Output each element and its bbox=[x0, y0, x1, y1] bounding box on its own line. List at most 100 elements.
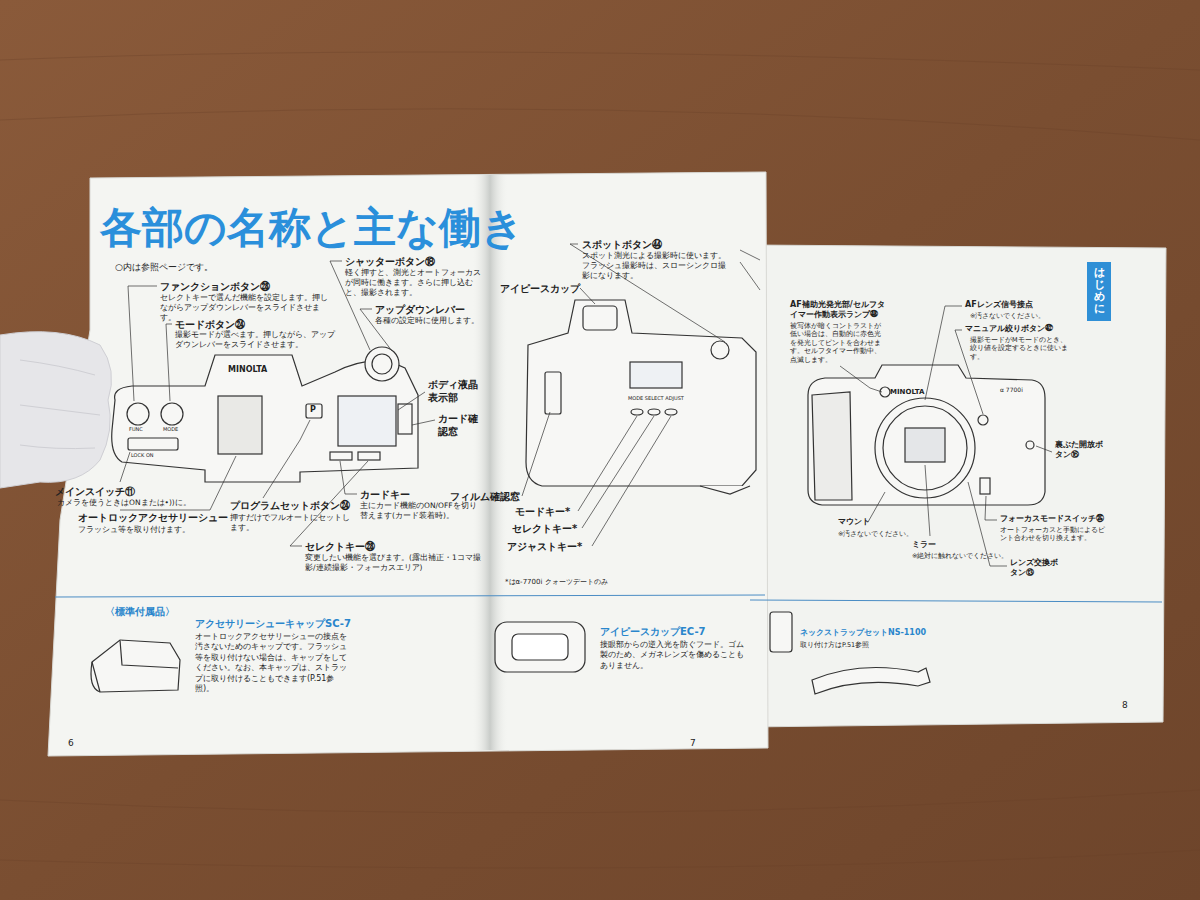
illustration-shape bbox=[812, 668, 930, 695]
illustration-shape bbox=[338, 396, 396, 446]
part-description: スポット測光による撮影時に使います。フラッシュ撮影時は、スローシンクロ撮影になり… bbox=[582, 251, 730, 280]
illustration-shape bbox=[161, 403, 183, 425]
leader-line bbox=[582, 416, 654, 528]
section-heading: 〈標準付属品〉 bbox=[105, 605, 175, 618]
illustration-shape bbox=[770, 612, 792, 652]
part-name: ミラー bbox=[912, 540, 936, 550]
leader-line bbox=[868, 492, 885, 522]
part-description: フラッシュ等を取り付けます。 bbox=[78, 525, 218, 535]
illustration-shape bbox=[372, 354, 392, 374]
part-name: マニュアル絞りボタン㊷ bbox=[965, 324, 1053, 334]
illustration-shape bbox=[365, 347, 399, 381]
leader-line bbox=[592, 416, 671, 546]
part-name: カードキー bbox=[360, 488, 410, 501]
tab-text: はじめに bbox=[1094, 267, 1105, 315]
button-marking: FUNC bbox=[129, 426, 143, 433]
illustration-shape bbox=[218, 396, 262, 454]
leader-line bbox=[840, 366, 882, 392]
part-name: オートロックアクセサリーシュー bbox=[78, 512, 228, 524]
leader-line bbox=[522, 412, 550, 496]
switch-marking: LOCK ON bbox=[131, 452, 154, 459]
part-description: 押すだけでフルオートにセットします。 bbox=[230, 513, 350, 533]
part-name: モードボタン㉔ bbox=[175, 318, 245, 331]
accessory-name: アクセサリーシューキャップSC-7 bbox=[195, 617, 351, 630]
leader-line bbox=[740, 262, 760, 290]
leader-line bbox=[360, 309, 392, 351]
illustration-shape bbox=[711, 341, 729, 359]
leader-line bbox=[128, 286, 157, 401]
illustration-shape bbox=[812, 392, 852, 500]
illustration-shape bbox=[980, 478, 990, 494]
illustration-shape bbox=[648, 409, 660, 415]
illustration-shape bbox=[875, 398, 975, 498]
leader-line bbox=[120, 452, 130, 482]
page-number: 8 bbox=[1122, 700, 1128, 712]
part-name: レンズ交換ボタン⑬ bbox=[1010, 558, 1062, 579]
leader-line bbox=[412, 420, 435, 425]
part-name: スポットボタン㊹ bbox=[582, 238, 662, 251]
part-name: フォーカスモードスイッチ㉟ bbox=[1000, 514, 1104, 524]
key-marking: MODE SELECT ADJUST bbox=[628, 395, 684, 402]
part-name: メインスイッチ⑪ bbox=[55, 485, 135, 498]
footnote: *はα-7700i クォーツデートのみ bbox=[505, 578, 608, 587]
leader-line bbox=[398, 392, 425, 410]
brand-mark: MINOLTA bbox=[890, 388, 924, 397]
illustration-shape bbox=[20, 360, 100, 449]
illustration-shape bbox=[978, 415, 988, 425]
part-description: 軽く押すと、測光とオートフォーカスが同時に働きます。さらに押し込むと、撮影されま… bbox=[345, 268, 485, 297]
leader-line bbox=[580, 288, 595, 304]
part-description: 各種の設定時に使用します。 bbox=[375, 316, 485, 326]
illustration-shape bbox=[48, 172, 768, 756]
note: ○内は参照ページです。 bbox=[115, 262, 213, 274]
illustration-shape bbox=[127, 403, 149, 425]
part-name: ボディ液晶表示部 bbox=[428, 378, 483, 404]
part-description: 主にカード機能のON/OFFを切り替えます(カード装着時)。 bbox=[360, 501, 480, 521]
leader-line bbox=[263, 420, 310, 498]
part-name: プログラムセットボタン㉔ bbox=[230, 500, 350, 512]
illustration-shape bbox=[0, 52, 1200, 70]
part-name: モードキー* bbox=[515, 505, 570, 518]
illustration-shape bbox=[0, 332, 112, 488]
leader-line bbox=[925, 465, 930, 536]
accessory-name: ネックストラップセットNS-1100 bbox=[800, 628, 926, 638]
part-description: ※絶対に触れないでください。 bbox=[912, 552, 1008, 560]
part-name: シャッターボタン⑱ bbox=[345, 255, 435, 268]
illustration-shape bbox=[545, 372, 561, 414]
illustration-shape bbox=[91, 640, 180, 692]
part-description: 撮影モードがMモードのとき、絞り値を設定するときに使います。 bbox=[970, 336, 1070, 361]
leader-line bbox=[1036, 446, 1052, 452]
part-name: カード確認窓 bbox=[438, 412, 483, 438]
button-marking: P bbox=[310, 405, 316, 415]
page-title: 各部の名称と主な働き bbox=[100, 205, 524, 251]
part-description: オートフォーカスと手動によるピント合わせを切り換えます。 bbox=[1000, 526, 1110, 543]
part-name: AF補助光発光部/セルフタイマー作動表示ランプ㊽ bbox=[790, 300, 885, 321]
illustration-shape bbox=[526, 300, 756, 486]
illustration-shape bbox=[883, 406, 967, 490]
illustration-shape bbox=[495, 622, 585, 672]
leader-line bbox=[750, 600, 1162, 602]
model-marking: α 7700i bbox=[1000, 386, 1023, 394]
part-name: アイピースカップ bbox=[500, 282, 580, 295]
part-name: マウント bbox=[838, 517, 870, 527]
illustration-shape bbox=[112, 347, 418, 482]
accessory-description: オートロックアクセサリーシューの接点を汚さないためのキャップです。フラッシュ等を… bbox=[195, 632, 350, 694]
leader-line bbox=[55, 595, 765, 597]
illustration-shape bbox=[1026, 441, 1034, 449]
illustration-shape bbox=[512, 634, 568, 660]
part-description: 被写体が暗くコントラストが低い場合は、自動的に赤色光を発光してピントを合わせます… bbox=[790, 322, 885, 364]
part-description: ※汚さないでください。 bbox=[838, 530, 913, 538]
illustration-shape bbox=[128, 438, 178, 450]
part-name: ファンクションボタン㉘ bbox=[160, 280, 270, 293]
part-description: 撮影モードが選べます。押しながら、アップダウンレバーをスライドさせます。 bbox=[175, 330, 335, 350]
brand-mark: MINOLTA bbox=[228, 365, 267, 375]
part-description: ※汚さないでください。 bbox=[970, 312, 1045, 320]
part-name: アップダウンレバー bbox=[375, 303, 465, 316]
illustration-shape bbox=[665, 409, 677, 415]
part-name: セレクトキー㉘ bbox=[305, 540, 375, 553]
illustration-shape bbox=[630, 362, 682, 388]
part-description: セレクトキーで選んだ機能を設定します。押しながらアップダウンレバーをスライドさせ… bbox=[160, 293, 335, 322]
illustration-shape bbox=[330, 452, 352, 460]
